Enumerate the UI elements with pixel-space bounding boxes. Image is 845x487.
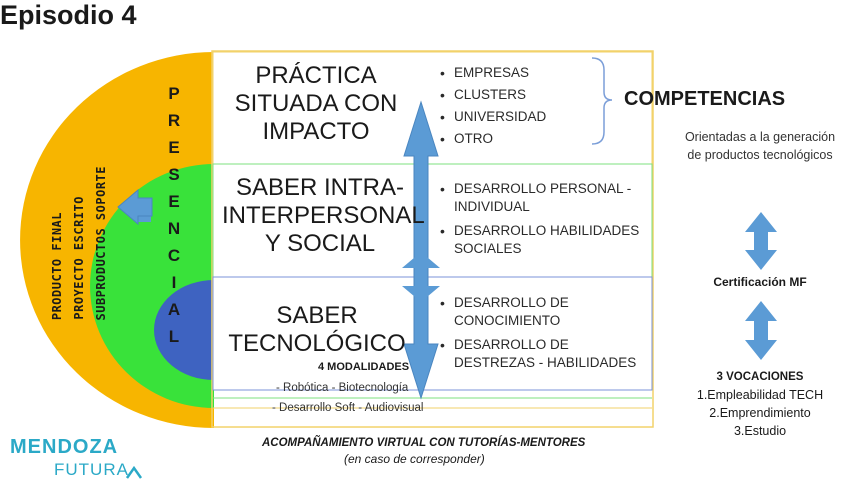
presencial-letter: R bbox=[167, 111, 181, 130]
left-text-producto-final: PRODUCTO FINAL bbox=[50, 211, 64, 320]
presencial-letter: L bbox=[168, 327, 180, 346]
acompanamiento-note: (en caso de corresponder) bbox=[344, 452, 485, 466]
vocacion-item: 1.Empleabilidad TECH bbox=[696, 388, 824, 402]
acompanamiento-text: ACOMPAÑAMIENTO VIRTUAL CON TUTORÍAS-MENT… bbox=[262, 437, 586, 449]
row-title-intra: SABER INTRA- INTERPERSONAL Y SOCIAL bbox=[222, 174, 425, 258]
list-item: CLUSTERS bbox=[440, 86, 600, 104]
certificacion-text: Certificación MF bbox=[713, 275, 807, 289]
competencias-title: COMPETENCIAS bbox=[624, 88, 786, 110]
row-title-tecnologico: SABER TECNOLÓGICO bbox=[222, 302, 412, 358]
bullets-practica: EMPRESAS CLUSTERS UNIVERSIDAD OTRO bbox=[440, 64, 600, 152]
modalidades-title: 4 MODALIDADES bbox=[318, 361, 410, 373]
title-line: IMPACTO bbox=[262, 118, 370, 145]
title-line: TECNOLÓGICO bbox=[228, 330, 406, 357]
list-item: OTRO bbox=[440, 130, 600, 148]
outer-box bbox=[211, 50, 654, 428]
title-line: SABER bbox=[276, 302, 358, 329]
title-line: INTERPERSONAL bbox=[222, 202, 425, 229]
list-item: DESARROLLO PERSONAL - INDIVIDUAL bbox=[440, 180, 648, 216]
logo-chevron bbox=[125, 465, 143, 479]
presencial-letter: S bbox=[168, 165, 180, 184]
vocacion-item: 3.Estudio bbox=[733, 424, 787, 438]
list-item: EMPRESAS bbox=[440, 64, 600, 82]
left-text-subproductos: SUBPRODUCTOS SOPORTE bbox=[94, 165, 108, 321]
vocacion-item: 2.Emprendimiento bbox=[709, 406, 811, 420]
left-vertical-texts: PRODUCTO FINAL PROYECTO ESCRITO SUBPRODU… bbox=[40, 130, 130, 321]
modalidad-item: - Desarrollo Soft - Audiovisual bbox=[272, 402, 424, 414]
competencias-bracket bbox=[591, 57, 613, 145]
logo-mendoza: MENDOZA bbox=[10, 436, 119, 458]
title-line: Y SOCIAL bbox=[264, 230, 376, 257]
list-item: UNIVERSIDAD bbox=[440, 108, 600, 126]
title-line: SITUADA CON bbox=[234, 90, 398, 117]
left-text-proyecto-escrito: PROYECTO ESCRITO bbox=[72, 196, 86, 320]
presencial-letter: P bbox=[168, 84, 180, 103]
right-arrow-top bbox=[745, 212, 777, 270]
bullets-tecnologico: DESARROLLO DE CONOCIMIENTO DESARROLLO DE… bbox=[440, 294, 648, 378]
vocaciones-title: 3 VOCACIONES bbox=[716, 371, 804, 383]
presencial-vertical: P R E S E N C I A L bbox=[162, 80, 186, 350]
presencial-letter: E bbox=[168, 138, 180, 157]
title-line: SABER INTRA- bbox=[235, 174, 405, 201]
page-title: Episodio 4 bbox=[0, 0, 137, 30]
list-item: DESARROLLO DE DESTREZAS - HABILIDADES bbox=[440, 336, 648, 372]
presencial-letter: I bbox=[171, 273, 177, 292]
list-item: DESARROLLO DE CONOCIMIENTO bbox=[440, 294, 648, 330]
center-double-arrow bbox=[403, 100, 439, 400]
logo-futura: FUTURA bbox=[54, 460, 129, 479]
bullets-intra: DESARROLLO PERSONAL - INDIVIDUAL DESARRO… bbox=[440, 180, 648, 264]
list-item: DESARROLLO HABILIDADES SOCIALES bbox=[440, 222, 648, 258]
modalidad-item: - Robótica - Biotecnología bbox=[276, 382, 409, 394]
blue-arc bbox=[154, 280, 214, 380]
presencial-letter: N bbox=[167, 219, 181, 238]
right-arrow-bottom bbox=[745, 301, 777, 360]
orientadas-text: Orientadas a la generación de productos … bbox=[684, 130, 836, 162]
title-line: PRÁCTICA bbox=[255, 62, 377, 89]
presencial-letter: E bbox=[168, 192, 180, 211]
vocaciones-block: 3 VOCACIONES 1.Empleabilidad TECH 2.Empr… bbox=[680, 368, 840, 440]
presencial-letter: C bbox=[167, 246, 181, 265]
row-title-practica: PRÁCTICA SITUADA CON IMPACTO bbox=[222, 62, 410, 146]
presencial-letter: A bbox=[167, 300, 181, 319]
